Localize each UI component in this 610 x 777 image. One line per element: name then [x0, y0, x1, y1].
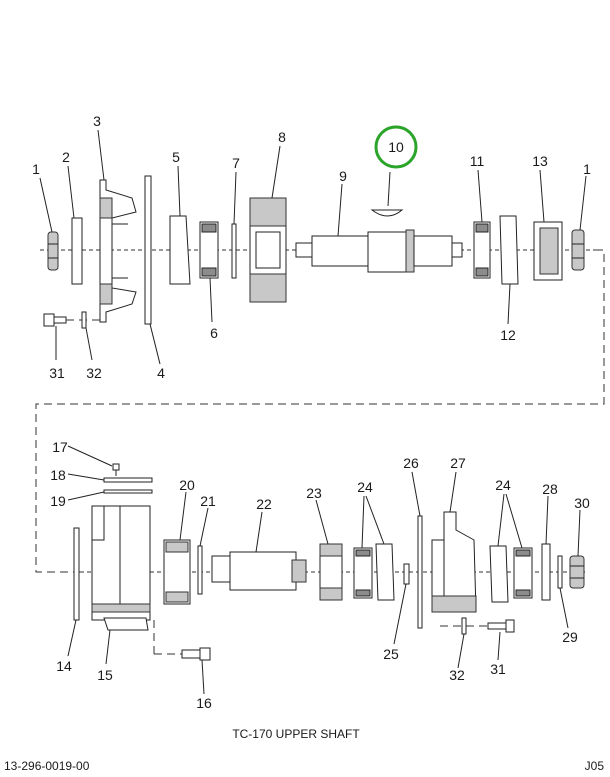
part-26-gasket [417, 515, 423, 629]
upper-leader-lines [39, 129, 587, 365]
part-5-bearing-cup [169, 215, 191, 285]
connector-dashed-line [35, 249, 605, 573]
callout-14: 14 [56, 658, 72, 674]
part-1-nut-left [47, 231, 59, 271]
callout-1-left: 1 [32, 161, 40, 177]
part-32-washer-lower [461, 617, 467, 635]
callout-13: 13 [532, 153, 548, 169]
part-18-plate [103, 477, 153, 483]
part-9-shaft [295, 229, 463, 273]
part-19-gasket [103, 489, 153, 494]
callout-24-right: 24 [495, 477, 511, 493]
part-20-bearing [163, 539, 191, 605]
part-23-gear [319, 543, 343, 601]
footer-page-code: J05 [585, 759, 605, 773]
part-10-key [370, 209, 404, 217]
callout-12: 12 [500, 327, 516, 343]
callout-24-left: 24 [357, 479, 373, 495]
callout-1-right: 1 [583, 161, 591, 177]
callout-25: 25 [383, 646, 399, 662]
callout-22: 22 [256, 496, 272, 512]
part-24-bearing-cone-right [513, 547, 533, 599]
callout-5: 5 [172, 149, 180, 165]
callout-20: 20 [179, 477, 195, 493]
part-15-housing [91, 505, 151, 631]
part-28-washer [541, 543, 551, 601]
callout-21: 21 [200, 493, 216, 509]
part-17-screw [112, 463, 120, 476]
diagram-caption: TC-170 UPPER SHAFT [232, 727, 360, 741]
callout-23: 23 [306, 485, 322, 501]
callout-31-upper: 31 [49, 365, 65, 381]
callout-31-lower: 31 [490, 661, 506, 677]
part-16-bolt [153, 620, 211, 661]
part-6-bearing-cone [199, 221, 219, 279]
part-27-cover [431, 511, 477, 613]
callout-32-lower: 32 [449, 667, 465, 683]
callout-28: 28 [542, 481, 558, 497]
callout-4: 4 [157, 365, 165, 381]
part-30-nut [569, 555, 585, 589]
callout-8: 8 [278, 129, 286, 145]
part-8-gear [249, 197, 287, 303]
part-24-bearing-cup-right [489, 545, 509, 603]
callout-26: 26 [403, 455, 419, 471]
callout-15: 15 [97, 667, 113, 683]
part-21-snap-ring [197, 545, 203, 595]
part-31-bolt-upper [43, 313, 100, 327]
callout-6: 6 [210, 325, 218, 341]
part-11-bearing-cone [473, 221, 491, 279]
part-1-nut-right [571, 229, 585, 271]
callout-17: 17 [52, 439, 68, 455]
callout-18: 18 [50, 467, 66, 483]
part-29-washer [557, 555, 563, 589]
part-25-ring [403, 563, 410, 585]
part-22-shaft [211, 551, 307, 591]
part-4-gasket [144, 175, 152, 325]
highlight-circle [374, 125, 418, 169]
callout-30: 30 [574, 495, 590, 511]
part-7-snap-ring [231, 223, 237, 279]
part-3-flange [99, 179, 137, 323]
footer-part-number: 13-296-0019-00 [4, 759, 90, 773]
callout-3: 3 [93, 113, 101, 129]
callout-2: 2 [62, 149, 70, 165]
part-31-bolt-lower [440, 619, 515, 633]
part-13-cap [533, 221, 563, 281]
part-14-gasket [73, 527, 80, 621]
part-12-bearing-cup [499, 215, 519, 285]
part-24-bearing-cone-left [353, 547, 373, 599]
part-24-bearing-cup-left [375, 543, 395, 601]
callout-10: 10 [388, 139, 404, 155]
callout-9: 9 [339, 168, 347, 184]
callout-29: 29 [562, 629, 578, 645]
callout-32-upper: 32 [86, 365, 102, 381]
callout-19: 19 [50, 493, 66, 509]
callout-11: 11 [470, 153, 485, 169]
lower-leader-lines [67, 445, 581, 695]
callout-16: 16 [196, 695, 212, 711]
part-32-washer-upper [81, 311, 87, 329]
callout-7: 7 [232, 155, 240, 171]
callout-27: 27 [450, 455, 466, 471]
part-2-washer [71, 217, 83, 285]
